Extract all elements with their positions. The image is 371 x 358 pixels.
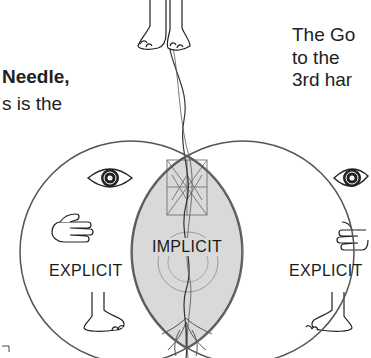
foot-icon (306, 292, 352, 331)
text-fragment: to the (292, 47, 340, 69)
eye-icon (334, 169, 368, 187)
thread-line (172, 42, 192, 358)
lens-region: IMPLICIT (131, 155, 243, 349)
corner-mark (2, 346, 9, 352)
hand-icon (52, 214, 93, 242)
eye-icon (88, 169, 132, 187)
hanging-feet (138, 0, 190, 50)
region-label: EXPLICIT (287, 262, 365, 280)
region-label: EXPLICIT (47, 262, 125, 280)
region-label: IMPLICIT (150, 238, 224, 256)
text-fragment: Needle, (2, 66, 70, 88)
foot-icon (84, 292, 124, 331)
text-fragment: 3rd har (292, 69, 352, 91)
lens-fill (131, 155, 243, 349)
text-fragment: s is the (2, 93, 62, 115)
text-fragment: The Go (292, 24, 355, 46)
